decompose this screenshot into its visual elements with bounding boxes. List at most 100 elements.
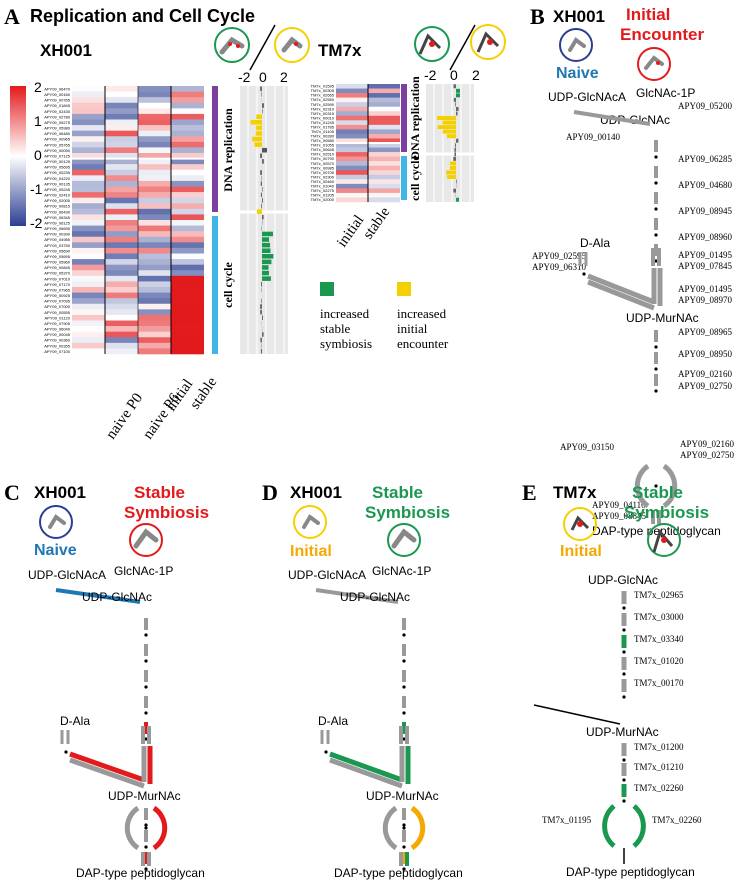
xh-heatmap-cell: [72, 108, 105, 115]
xh-heatmap-cell: [138, 337, 171, 344]
xh001-gene-labels: APY09_06470APY09_00160APY09_00765APY09_0…: [44, 86, 71, 353]
tm-gene-label: TM7x_02510: [311, 152, 335, 157]
xh-heatmap-cell: [105, 119, 138, 126]
e-gene-01020: TM7x_01020: [634, 656, 684, 666]
xh-heatmap-cell: [72, 247, 105, 254]
tm-gene-label: TM7x_01785: [311, 124, 335, 129]
tm-fold-bar: [453, 97, 456, 102]
pathway-step: [587, 273, 655, 305]
xh-heatmap-cell: [138, 164, 171, 171]
xh-dna-label: DNA replication: [221, 108, 235, 192]
b-udp-glcnaca: UDP-GlcNAcA: [548, 90, 626, 104]
pathway-node: [144, 867, 148, 871]
pathway-arc-right: [662, 463, 678, 509]
xh-heatmap-cell: [72, 125, 105, 131]
xh-fold-bar: [260, 192, 262, 198]
tm-fold-bar: [446, 134, 456, 139]
tm-heatmap-cell: [336, 170, 368, 176]
xh-heatmap-cell: [72, 214, 105, 221]
xh-heatmap-cell: [171, 314, 204, 321]
b-gene-00140: APY09_00140: [566, 132, 621, 142]
e-gene-01210: TM7x_01210: [634, 762, 684, 772]
tm-gene-label: TM7x_02590: [311, 102, 335, 107]
tm-heatmap-cell: [336, 111, 368, 117]
xh001-fold-change-bars: [240, 86, 288, 354]
xh-cell-cycle-bar: [212, 216, 218, 354]
panel-c-letter: C: [4, 480, 20, 505]
cell-icon-initial-xh: [274, 27, 310, 63]
tm-gene-label: TM7x_00010: [311, 115, 335, 120]
xh-heatmap-cell: [72, 236, 105, 243]
xh-heatmap-cell: [138, 214, 171, 221]
pathway-node: [144, 845, 148, 849]
xh-heatmap-cell: [105, 86, 138, 92]
xh-heatmap-cell: [171, 169, 204, 176]
panel-c: C XH001 Stable Symbiosis Naive UDP-GlcNA…: [4, 480, 209, 880]
xh-heatmap-cell: [72, 153, 105, 159]
xh-heatmap-cell: [105, 292, 138, 299]
xh-heatmap-cell: [105, 281, 138, 288]
xh-heatmap-cell: [138, 236, 171, 243]
xh-gene-label: APY09_04220: [44, 176, 71, 181]
xh-heatmap-cell: [171, 326, 204, 332]
xh-gene-label: APY09_05245: [44, 187, 71, 192]
xh-heatmap-cell: [138, 298, 171, 305]
xh-heatmap-cell: [138, 108, 171, 115]
xh-heatmap-cell: [171, 97, 204, 104]
xh-gene-label: APY09_05980: [44, 126, 71, 131]
tm-gene-label: TM7x_01055: [311, 143, 335, 148]
e-gene-03340: TM7x_03340: [634, 634, 684, 644]
panel-b-gene-labels: APY09_05200 APY09_06285 APY09_04680 APY0…: [532, 101, 735, 521]
xh-heatmap-cell: [171, 164, 204, 171]
panel-a-letter: A: [4, 4, 20, 29]
tm-heatmap-cell: [368, 106, 400, 112]
pathway-node: [402, 633, 406, 637]
xh-heatmap-cell: [171, 264, 204, 271]
xh-heatmap-cell: [72, 331, 105, 338]
xh-bar-bg: [240, 86, 288, 354]
xh-heatmap-cell: [105, 164, 138, 171]
xh-heatmap-cell: [171, 108, 204, 115]
xh-fold-bar: [256, 114, 262, 119]
tm-heatmap-cell: [336, 156, 368, 162]
xh-heatmap-cell: [105, 236, 138, 243]
b-gene-08970: APY09_08970: [678, 295, 733, 305]
panel-d-letter: D: [262, 480, 278, 505]
xh-heatmap-cell: [138, 186, 171, 193]
tm-gene-label: TM7x_00580: [311, 138, 335, 143]
xh-heatmap-cell: [105, 309, 138, 316]
tm-heatmap-cell: [368, 197, 400, 203]
xh-heatmap-cell: [105, 147, 138, 154]
tm-heatmap-cell: [368, 179, 400, 185]
xh-gene-label: APY09_07905: [44, 321, 71, 326]
pathway-node: [402, 845, 406, 849]
tm-heatmap-cell: [336, 143, 368, 148]
xh-heatmap-cell: [138, 303, 171, 310]
d-udp-glcnac: UDP-GlcNAc: [340, 590, 410, 604]
xh-heatmap-cell: [72, 203, 105, 210]
tm-fold-bar: [454, 147, 456, 152]
xh-fold-bar: [262, 265, 269, 270]
xh-heatmap-cell: [171, 175, 204, 182]
xh-heatmap-cell: [72, 113, 105, 120]
xh-heatmap-cell: [72, 130, 105, 137]
pathway-node: [582, 272, 586, 276]
xh-gene-label: APY09_06125: [44, 220, 71, 225]
xh-heatmap-cell: [138, 141, 171, 148]
tm-heatmap-cell: [368, 156, 400, 162]
xh-heatmap-cell: [138, 147, 171, 154]
xh-heatmap-cell: [105, 113, 138, 120]
xh-heatmap-cell: [138, 208, 171, 215]
b-gene-08960: APY09_08960: [678, 232, 733, 242]
panel-d-state: Initial: [290, 543, 332, 560]
tm-gene-label: TM7x_00570: [311, 161, 335, 166]
pathway-arc-left: [124, 805, 140, 851]
tm-heatmap-cell: [336, 133, 368, 139]
xh-heatmap-cell: [138, 253, 171, 260]
xh-gene-label: APY09_02005: [44, 198, 71, 203]
tm-heatmap-cell: [336, 152, 368, 157]
xh-heatmap-cell: [138, 309, 171, 316]
tm7x-fold-change-bars: [426, 84, 474, 202]
xh-heatmap-cell: [105, 186, 138, 193]
